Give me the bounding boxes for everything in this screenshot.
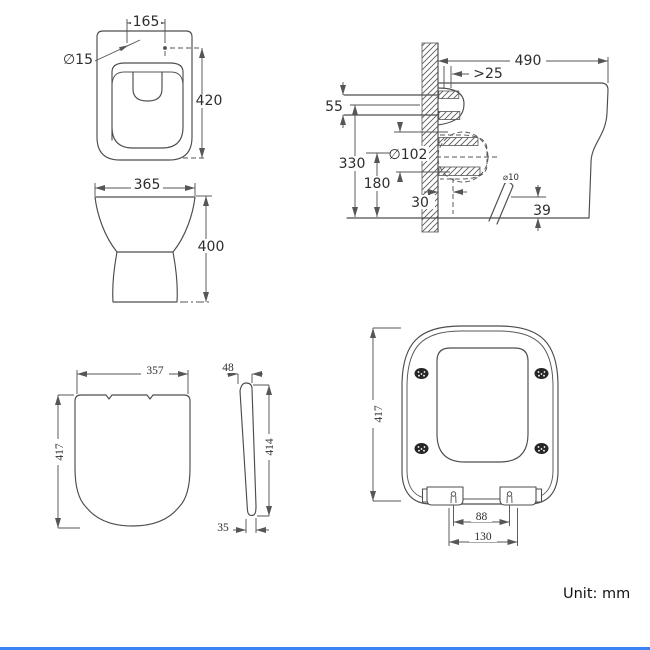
- dim-hinge-pin-spacing: 88: [453, 505, 510, 526]
- svg-text:35: 35: [217, 522, 229, 534]
- svg-text:30: 30: [411, 195, 429, 211]
- dim-pan-side-depth: 490: [438, 53, 609, 83]
- bottom-blue-strip: [0, 647, 650, 650]
- dim-pan-front-height: 400: [180, 195, 226, 303]
- outlet-pipe: [436, 131, 497, 214]
- svg-text:180: 180: [364, 176, 391, 192]
- svg-text:⌀10: ⌀10: [503, 173, 519, 183]
- svg-text:365: 365: [134, 177, 161, 193]
- svg-text:165: 165: [133, 14, 160, 30]
- pan-top-view: 165 ∅15 420: [63, 14, 225, 161]
- svg-text:414: 414: [264, 438, 276, 456]
- svg-text:417: 417: [373, 405, 385, 423]
- seat-profile-outline: [239, 382, 257, 517]
- dim-seat-profile-length: 414: [253, 384, 276, 517]
- dim-outlet-height: 180: [362, 152, 392, 217]
- seat-bottom-opening: [436, 347, 529, 463]
- seat-bottom-outline-inner: [406, 330, 554, 500]
- dim-seat-top-depth: 417: [53, 394, 80, 529]
- floor-fixing-hole: ⌀10: [488, 172, 523, 225]
- svg-text:417: 417: [54, 443, 66, 461]
- svg-text:490: 490: [515, 53, 542, 69]
- seat-bumpers: [414, 368, 549, 454]
- dim-seat-bottom-depth: 417: [370, 327, 401, 502]
- pan-top-water-area: [132, 71, 163, 102]
- fixing-hole-right: [163, 46, 167, 50]
- dim-pan-top-hole-spacing: 165: [126, 14, 166, 43]
- pan-top-bowl-rim: [111, 62, 184, 149]
- dim-seat-profile-rear: 35: [217, 518, 269, 534]
- pan-side-outline: [437, 82, 609, 219]
- svg-text:∅102: ∅102: [389, 147, 428, 163]
- pan-front-outline: [94, 196, 196, 303]
- dim-outlet-diameter: ∅102: [387, 122, 450, 182]
- seat-profile-view: 48 414 35: [217, 361, 276, 534]
- dim-pan-front-width: 365: [94, 177, 196, 196]
- svg-text:55: 55: [325, 99, 343, 115]
- seat-bottom-outline-outer: [401, 325, 559, 505]
- seat-bottom-view: 417 88 130: [370, 325, 559, 546]
- dim-hinge-spacing: 130: [448, 508, 518, 546]
- svg-text:88: 88: [476, 511, 488, 523]
- svg-text:357: 357: [146, 365, 164, 377]
- unit-note: Unit: mm: [563, 586, 630, 602]
- pan-side-view: 490 >25 55 330 ∅102: [322, 42, 609, 233]
- svg-text:48: 48: [222, 362, 234, 374]
- dim-pan-top-depth: 420: [183, 48, 225, 159]
- pan-front-view: 365 400: [94, 177, 226, 303]
- dim-fixing-height: 39: [511, 185, 555, 231]
- dim-pan-top-hole-diameter: ∅15: [63, 39, 199, 68]
- svg-text:∅15: ∅15: [63, 52, 93, 68]
- svg-text:420: 420: [196, 93, 223, 109]
- dim-seat-top-width: 357: [76, 364, 189, 394]
- dim-wall-clearance: >25: [443, 66, 507, 88]
- seat-top-outline: [74, 394, 191, 527]
- pan-top-bowl-inner-rim: [111, 71, 184, 87]
- svg-text:330: 330: [339, 156, 366, 172]
- svg-text:130: 130: [474, 531, 492, 543]
- seat-top-view: 357 417: [53, 364, 191, 529]
- flush-inlet-pipe: [343, 87, 465, 126]
- dim-seat-profile-front: 48: [218, 361, 263, 384]
- svg-text:>25: >25: [473, 66, 503, 82]
- dim-inlet-pipe: 55: [322, 82, 346, 128]
- seat-hinge-left: [421, 486, 464, 506]
- svg-text:39: 39: [533, 203, 551, 219]
- pan-top-outline: [96, 30, 193, 161]
- dim-inlet-height: 330: [337, 105, 368, 217]
- seat-hinge-right: [499, 486, 543, 506]
- dim-outlet-offset: 30: [407, 189, 467, 211]
- svg-text:400: 400: [198, 239, 225, 255]
